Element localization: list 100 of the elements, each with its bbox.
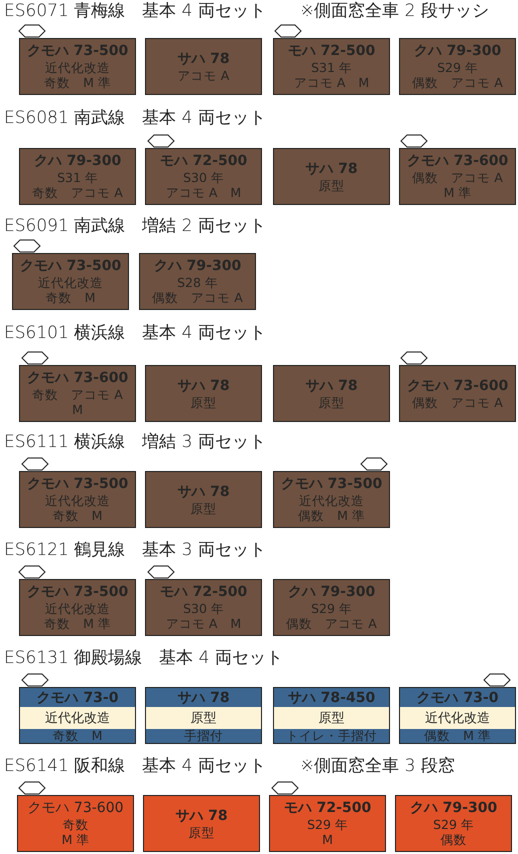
car-model-text: クモハ 73-500 (26, 43, 128, 60)
car-note-text: 奇数 (62, 817, 88, 832)
model-band: クモハ 73-0 (400, 688, 515, 707)
car-note-text: アコモ A M (166, 616, 242, 631)
car-note-text: S29 年 (433, 817, 474, 832)
car-model-text: クモハ 73-500 (26, 476, 128, 493)
car-note-text: S28 年 (177, 275, 218, 290)
car-note-text: S30 年 (183, 601, 224, 616)
car-note-text: 原型 (318, 178, 344, 192)
car-note-text: 奇数 アコモ A (32, 387, 123, 402)
car-model-text: クモハ 73-600 (406, 378, 508, 394)
set-heading: ES6121 鶴見線 基本 3 両セット (4, 540, 266, 560)
car-note-text: 偶数 M 準 (298, 508, 365, 523)
car-box (19, 38, 136, 95)
car-note-text: 偶数 アコモ A (412, 170, 503, 185)
car-box (143, 795, 260, 852)
car-box (399, 38, 516, 95)
car-note-text: 偶数 アコモ A (286, 616, 377, 631)
set-heading: ES6071 青梅線 基本 4 両セット (4, 1, 266, 21)
set-heading: ES6111 横浜線 増結 3 両セット (4, 432, 266, 452)
car-box (269, 795, 386, 852)
car-note-text: S31 年 (311, 60, 352, 75)
note-band: 奇数 M (20, 729, 135, 743)
car-box (145, 471, 262, 528)
car-model-text: サハ 78 (305, 160, 358, 178)
car-note-text: 近代化改造 (45, 493, 110, 508)
set-heading: ES6101 横浜線 基本 4 両セット (4, 323, 266, 343)
car-note-text: 奇数 M 準 (44, 75, 111, 90)
set-heading: ES6081 南武線 基本 4 両セット (4, 108, 266, 128)
car-box (273, 687, 390, 744)
car-model-text: クモハ 73-500 (26, 584, 128, 601)
car-box (273, 148, 390, 205)
car-note-text: 偶数 アコモ A (152, 290, 243, 305)
note-band: 偶数 M 準 (400, 729, 515, 743)
note-text: ※側面窓全車 3 段窓 (300, 756, 455, 776)
car-note-text: 近代化改造 (45, 601, 110, 616)
car-note-text: 原型 (318, 394, 344, 410)
car-box (395, 795, 512, 852)
car-model-text: クモハ 73-600 (406, 153, 508, 170)
car-model-text: クモハ 73-600 (27, 800, 124, 817)
car-model-text: クハ 79-300 (414, 43, 502, 60)
car-box (145, 579, 262, 636)
car-box (273, 365, 390, 422)
type-band: 原型 (274, 707, 389, 729)
car-note-text: S31 年 (57, 170, 98, 185)
car-box (399, 687, 516, 744)
car-box (19, 687, 136, 744)
car-note-text: 原型 (188, 824, 214, 840)
set-heading: ES6091 南武線 増結 2 両セット (4, 216, 266, 236)
car-box (145, 38, 262, 95)
car-note-text: アコモ A M (166, 185, 242, 200)
car-model-text: クハ 79-300 (154, 258, 242, 275)
car-model-text: モハ 72-500 (284, 800, 372, 817)
car-note-text: 近代化改造 (38, 275, 103, 290)
car-model-text: モハ 72-500 (160, 584, 248, 601)
car-box (273, 579, 390, 636)
car-box (399, 148, 516, 205)
car-note-text: S29 年 (307, 817, 348, 832)
car-box (17, 795, 134, 852)
car-note-text: M (72, 402, 83, 417)
car-model-text: クハ 79-300 (410, 800, 498, 817)
car-box (145, 687, 262, 744)
car-model-text: クハ 79-300 (288, 584, 376, 601)
car-box (19, 148, 136, 205)
car-model-text: クハ 79-300 (34, 153, 122, 170)
car-model-text: サハ 78 (177, 484, 230, 500)
car-note-text: 近代化改造 (299, 493, 364, 508)
car-model-text: モハ 72-500 (288, 43, 376, 60)
car-note-text: 偶数 (440, 832, 466, 847)
car-model-text: クモハ 73-600 (26, 370, 128, 387)
car-model-text: クモハ 73-500 (280, 476, 382, 493)
car-model-text: モハ 72-500 (160, 153, 248, 170)
note-band: トイレ・手摺付 (274, 729, 389, 743)
car-model-text: サハ 78 (175, 808, 228, 824)
type-band: 近代化改造 (20, 707, 135, 729)
car-note-text: アコモ A (178, 68, 230, 82)
set-heading: ES6131 御殿場線 基本 4 両セット (4, 648, 283, 668)
car-model-text: サハ 78 (177, 50, 230, 68)
model-band: クモハ 73-0 (20, 688, 135, 707)
car-note-text: 奇数 M (52, 508, 102, 523)
note-band: 手摺付 (146, 729, 261, 743)
type-band: 近代化改造 (400, 707, 515, 729)
car-note-text: 偶数 アコモ A (412, 75, 503, 90)
car-model-text: サハ 78 (305, 378, 358, 394)
car-note-text: M 準 (444, 185, 472, 200)
model-band: サハ 78 (146, 688, 261, 707)
car-note-text: S29 年 (311, 601, 352, 616)
set-heading: ES6141 阪和線 基本 4 両セット (4, 756, 266, 776)
car-box (19, 365, 136, 422)
car-note-text: 奇数 アコモ A (32, 185, 123, 200)
car-box (273, 471, 390, 528)
car-note-text: 原型 (190, 394, 216, 410)
car-box (19, 471, 136, 528)
model-band: サハ 78-450 (274, 688, 389, 707)
car-box (12, 253, 129, 310)
car-box (19, 579, 136, 636)
car-note-text: 近代化改造 (45, 60, 110, 75)
car-note-text: アコモ A M (294, 75, 370, 90)
car-note-text: S30 年 (183, 170, 224, 185)
car-note-text: M 準 (62, 832, 90, 847)
